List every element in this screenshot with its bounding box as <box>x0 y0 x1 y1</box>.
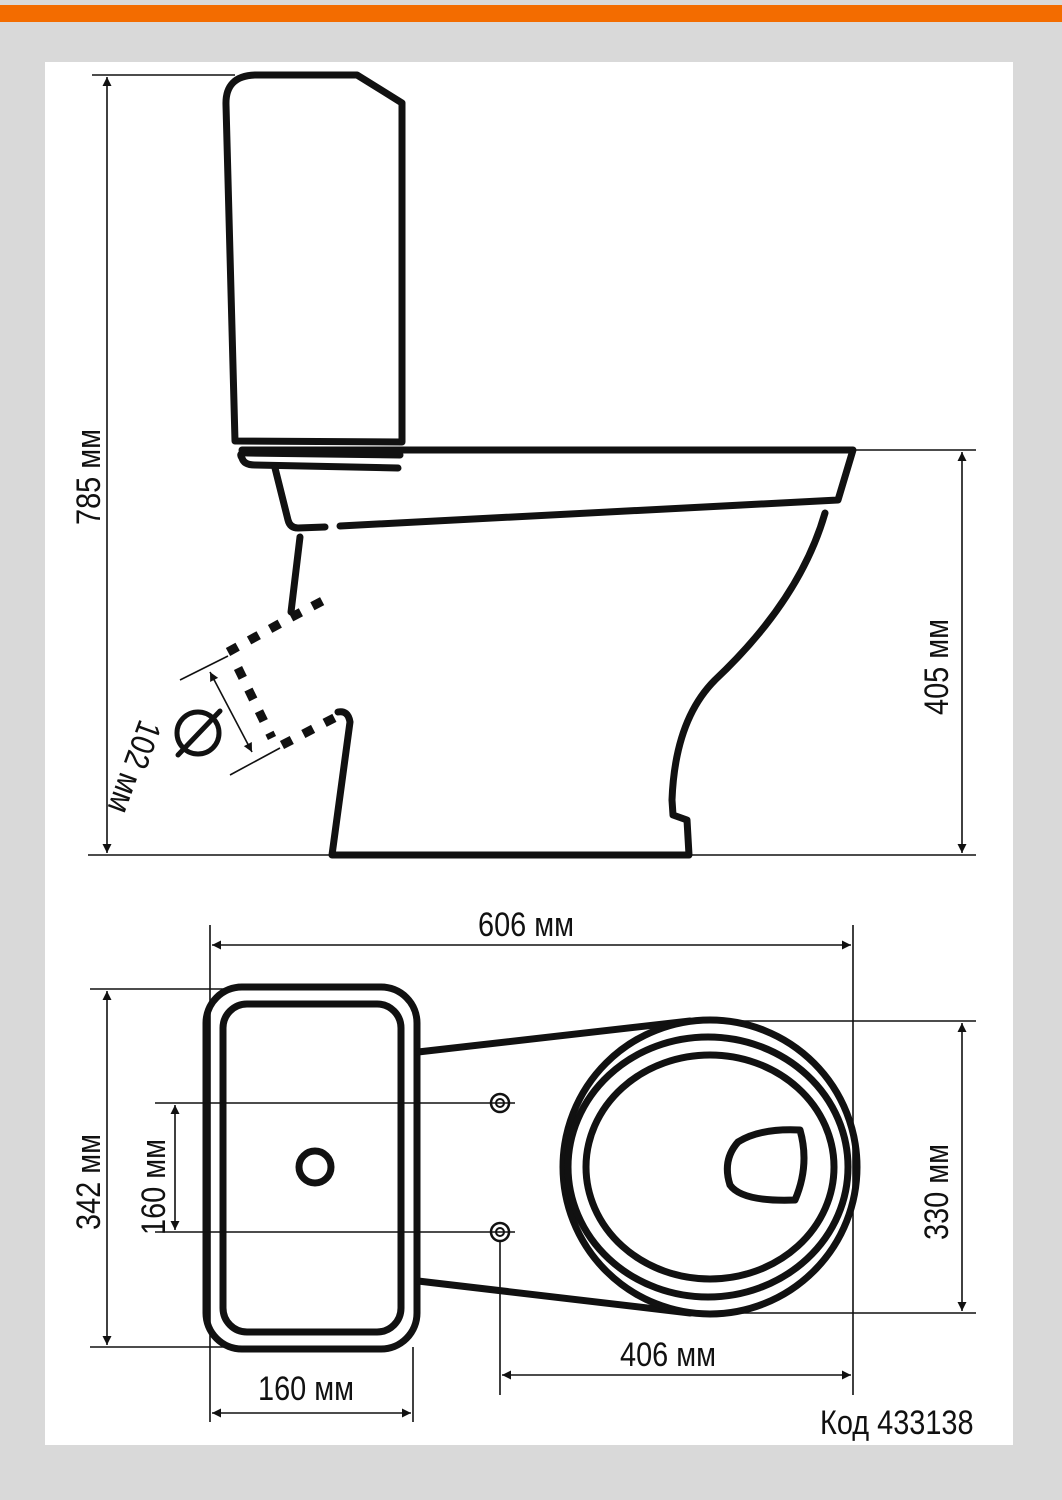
side-view: 102 мм 785 мм 405 мм <box>69 71 976 859</box>
cistern-top-outer <box>202 983 421 1353</box>
seat-height-label: 405 мм <box>917 619 956 715</box>
seat-lid <box>237 449 404 472</box>
top-view: 160 мм 342 мм 330 мм 606 мм 406 мм 160 м… <box>69 905 976 1422</box>
width-label: 342 мм <box>69 1134 108 1230</box>
cistern-top-inner <box>219 1000 405 1336</box>
diameter-symbol-icon <box>174 708 223 758</box>
bowl-body-top <box>414 1017 694 1317</box>
bolt-spacing-label: 160 мм <box>134 1139 173 1235</box>
drain-opening <box>723 1126 808 1204</box>
outlet-diameter-label: 102 мм <box>100 715 169 818</box>
orange-top-bar <box>0 5 1062 22</box>
total-height-label: 785 мм <box>69 429 108 525</box>
flush-button-icon <box>295 1147 335 1187</box>
bowl-body <box>328 509 829 859</box>
bowl-rim <box>238 446 857 532</box>
bowl-length-label: 406 мм <box>620 1335 716 1374</box>
tank-depth-label: 160 мм <box>258 1369 354 1408</box>
outlet-dotted <box>225 593 341 749</box>
bowl-width-label: 330 мм <box>917 1144 956 1240</box>
cistern-outline <box>222 71 406 446</box>
length-label: 606 мм <box>478 905 574 944</box>
trap-line <box>287 533 304 616</box>
product-code: Код 433138 <box>820 1403 974 1442</box>
